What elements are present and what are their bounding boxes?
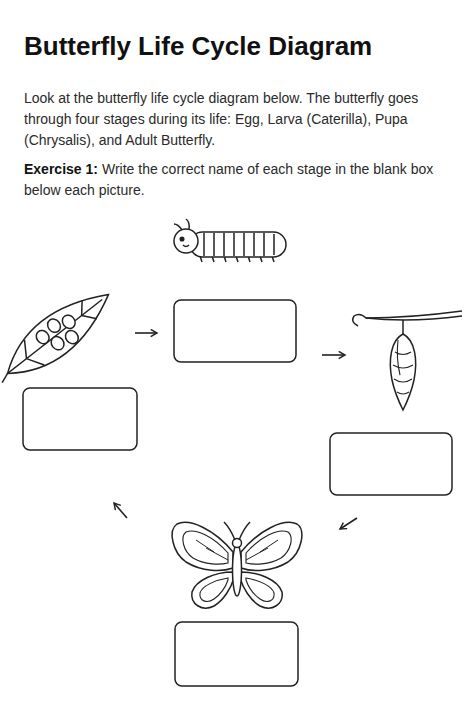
branch xyxy=(353,311,462,326)
leaf xyxy=(0,279,121,389)
wing-pattern xyxy=(200,578,228,601)
butterfly xyxy=(172,522,302,608)
cycle-arrow xyxy=(135,332,157,334)
butterfly-antenna xyxy=(224,522,250,540)
butterfly-head xyxy=(233,539,242,548)
wing-pattern xyxy=(183,531,228,564)
cycle-arrows xyxy=(114,333,357,529)
cycle-arrow xyxy=(114,503,127,518)
upper-wing xyxy=(172,522,233,570)
egg xyxy=(63,328,81,346)
caterpillar-mouth xyxy=(183,245,189,247)
lower-wing xyxy=(192,572,234,608)
page-title: Butterfly Life Cycle Diagram xyxy=(24,30,372,62)
intro-paragraph: Look at the butterfly life cycle diagram… xyxy=(24,88,456,151)
egg xyxy=(49,334,67,352)
leaf-with-eggs xyxy=(0,279,121,395)
caterpillar-segments xyxy=(204,233,274,256)
egg xyxy=(60,313,78,331)
leaf-midrib xyxy=(0,300,105,383)
wing-vein xyxy=(246,540,278,560)
caterpillar-head xyxy=(174,229,198,253)
caterpillar xyxy=(174,219,286,262)
caterpillar-antenna xyxy=(174,219,189,230)
exercise-instruction: Exercise 1:Write the correct name of eac… xyxy=(24,159,456,201)
worksheet-text: Butterfly Life Cycle DiagramLook at the … xyxy=(24,30,456,201)
answer-boxes xyxy=(23,300,452,686)
egg xyxy=(45,316,63,334)
pupa xyxy=(390,334,415,410)
pupa-lines xyxy=(397,340,400,375)
branch xyxy=(366,316,462,320)
exercise-heading: Exercise 1: xyxy=(24,161,98,177)
caterpillar-body xyxy=(190,232,286,257)
pupa-lines xyxy=(393,352,413,394)
cycle-arrow xyxy=(340,518,357,529)
cycle-arrow xyxy=(322,354,345,356)
butterfly-body xyxy=(233,544,242,596)
silk-thread xyxy=(402,320,404,334)
egg xyxy=(34,328,52,346)
caterpillar-eye xyxy=(180,237,184,241)
answer-box xyxy=(23,388,137,450)
answer-box xyxy=(330,433,452,495)
butterfly-wings-right xyxy=(240,522,302,608)
wing-vein xyxy=(196,540,228,560)
answer-box xyxy=(175,622,298,686)
upper-wing xyxy=(241,522,302,570)
lower-wing xyxy=(240,572,282,608)
chrysalis xyxy=(353,311,462,410)
butterfly-wings-left xyxy=(172,522,234,608)
answer-box xyxy=(174,300,296,362)
wing-pattern xyxy=(246,578,274,601)
wing-pattern xyxy=(246,531,291,564)
leaf-vein xyxy=(17,297,100,371)
